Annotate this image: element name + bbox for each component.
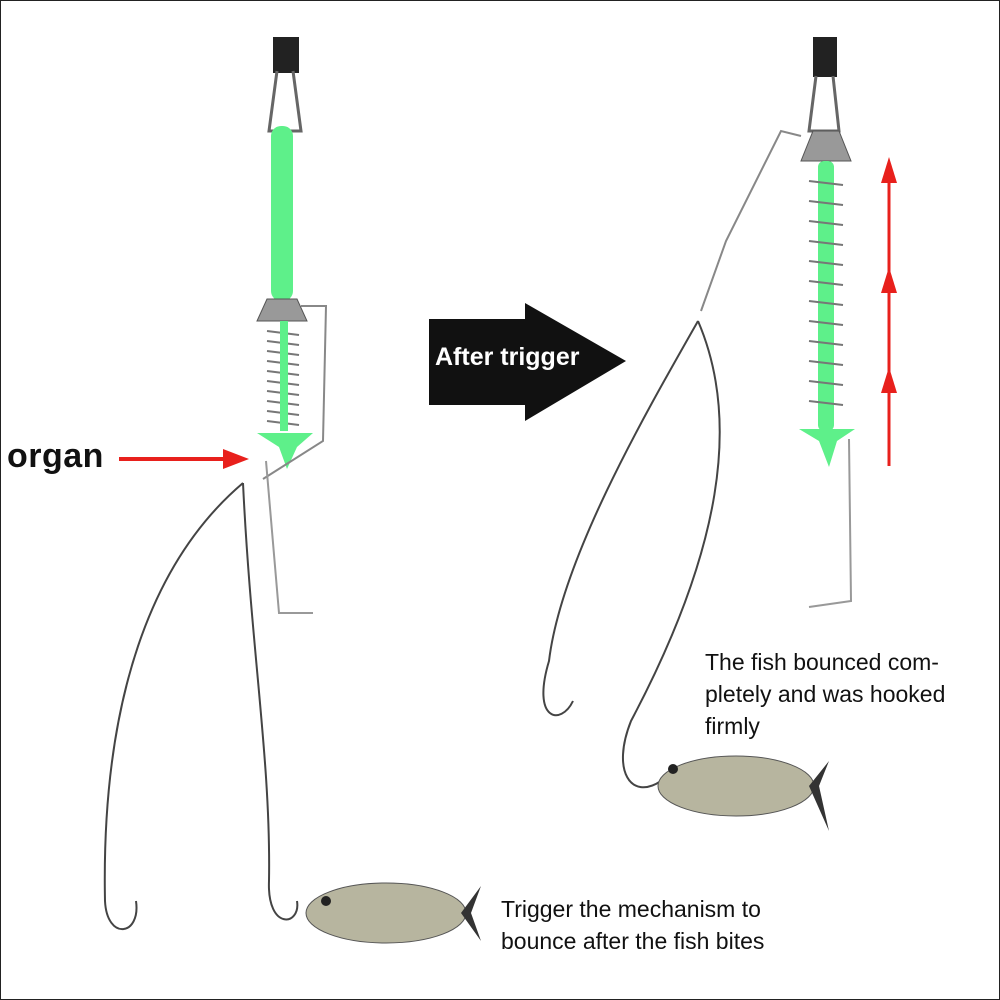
after-trigger-label: After trigger (435, 343, 580, 371)
upward-arrows (881, 157, 897, 466)
green-tube (271, 126, 293, 301)
hooked-caption: The fish bounced com- pletely and was ho… (705, 646, 945, 742)
spring-cap (256, 298, 308, 322)
organ-pointer-arrow (119, 449, 249, 469)
fish-top (657, 755, 829, 831)
snap-loop (267, 70, 303, 133)
organ-label: organ (7, 437, 104, 475)
rig-after-trigger (542, 37, 855, 789)
caption-line: Trigger the mechanism to (501, 896, 761, 922)
trigger-caption: Trigger the mechanism to bounce after th… (501, 893, 764, 957)
after-trigger-arrow (429, 303, 626, 421)
leader-line-1 (103, 482, 244, 931)
swivel-clip (273, 37, 299, 73)
caption-line: firmly (705, 713, 760, 739)
caption-line: pletely and was hooked (705, 681, 946, 707)
leader-line-2 (242, 482, 299, 921)
rig-before-trigger (103, 37, 328, 931)
trigger-wire (262, 305, 328, 480)
caption-line: bounce after the fish bites (501, 928, 765, 954)
fish-bottom (305, 882, 481, 944)
green-trigger (257, 433, 313, 469)
caption-line: The fish bounced com- (705, 649, 939, 675)
